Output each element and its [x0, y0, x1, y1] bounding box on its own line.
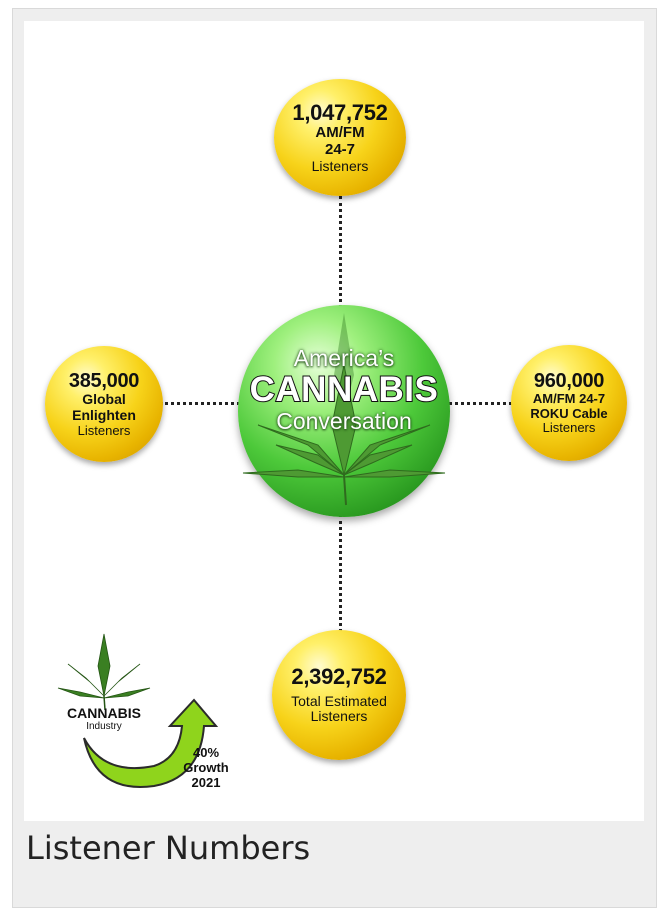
growth-badge — [57, 633, 219, 788]
node-right-line3: Listeners — [542, 420, 596, 436]
node-left-line1: Global — [82, 391, 126, 408]
connector-right — [449, 402, 512, 405]
node-top: 1,047,752 AM/FM 24-7 Listeners — [274, 79, 406, 196]
figure-caption: Listener Numbers — [26, 829, 311, 867]
center-line2: CANNABIS — [249, 369, 439, 410]
node-right-line2: ROKU Cable — [530, 405, 608, 421]
node-left-line3: Listeners — [77, 422, 131, 438]
node-right: 960,000 AM/FM 24-7 ROKU Cable Listeners — [511, 345, 627, 461]
node-left-line2: Enlighten — [72, 406, 136, 423]
badge-year: 2021 — [191, 775, 221, 790]
center-line1: America’s — [293, 345, 395, 371]
node-right-line1: AM/FM 24-7 — [532, 391, 606, 407]
node-bottom: 2,392,752 Total Estimated Listeners — [272, 630, 406, 760]
connector-left — [160, 402, 240, 405]
growth-arrow-icon — [83, 698, 219, 788]
node-left: 385,000 Global Enlighten Listeners — [45, 346, 163, 462]
node-bottom-line2: Listeners — [310, 708, 368, 725]
badge-subtitle: Industry — [86, 721, 122, 732]
cannabis-leaf-icon — [242, 313, 446, 506]
connector-bottom — [339, 514, 342, 632]
badge-growth-pct: 40% — [192, 745, 220, 760]
center-title: America’s CANNABIS Conversation — [238, 345, 450, 435]
center-hub: America’s CANNABIS Conversation — [238, 305, 450, 517]
center-line3: Conversation — [276, 408, 412, 434]
badge-growth-word: Growth — [183, 760, 229, 775]
node-left-number: 385,000 — [68, 369, 140, 392]
badge-leaf-icon — [57, 633, 151, 711]
connector-top — [339, 196, 342, 308]
node-right-number: 960,000 — [533, 369, 605, 392]
node-top-number: 1,047,752 — [292, 99, 388, 125]
node-bottom-line1: Total Estimated — [291, 692, 387, 709]
badge-title: CANNABIS — [67, 705, 141, 721]
node-top-line3: Listeners — [311, 157, 369, 174]
node-top-line2: 24-7 — [324, 140, 356, 158]
node-top-line1: AM/FM — [315, 124, 365, 142]
node-bottom-number: 2,392,752 — [291, 664, 387, 690]
